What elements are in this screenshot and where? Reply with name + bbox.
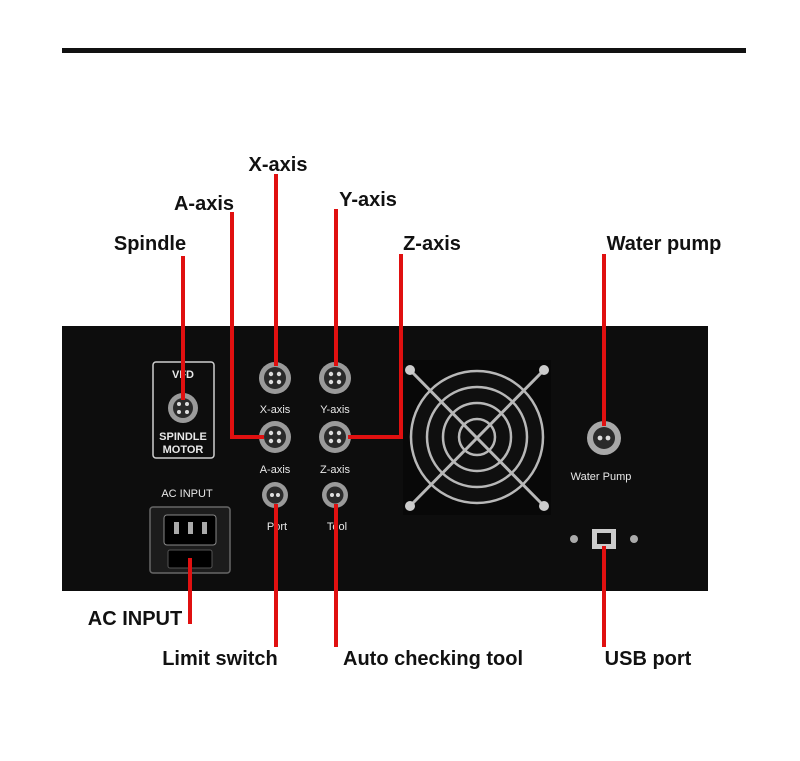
ac-input-panel-label: AC INPUT <box>161 488 213 500</box>
ac-input-callout: AC INPUT <box>88 608 182 630</box>
screw-icon <box>630 535 638 543</box>
a-axis-panel-label: A-axis <box>260 464 291 476</box>
y-axis-panel-label: Y-axis <box>320 404 350 416</box>
y-axis-callout: Y-axis <box>339 189 397 211</box>
aviation-connector-icon <box>587 421 621 455</box>
aviation-connector-icon <box>319 421 351 453</box>
x-axis-callout: X-axis <box>249 154 308 176</box>
water-pump-callout: Water pump <box>607 233 722 255</box>
spindle-callout: Spindle <box>114 233 186 255</box>
aviation-connector-icon <box>259 362 291 394</box>
water-pump-panel-label: Water Pump <box>571 471 632 483</box>
usb-port-callout: USB port <box>605 648 692 670</box>
x-axis-panel-label: X-axis <box>260 404 291 416</box>
z-axis-callout: Z-axis <box>403 233 461 255</box>
aviation-connector-icon <box>319 362 351 394</box>
fan-grille-icon <box>403 360 551 515</box>
auto-checking-tool-callout: Auto checking tool <box>343 648 523 670</box>
z-axis-panel-label: Z-axis <box>320 464 350 476</box>
a-axis-callout: A-axis <box>174 193 234 215</box>
spindle-panel-label: SPINDLE <box>159 431 207 443</box>
screw-icon <box>570 535 578 543</box>
motor-panel-label: MOTOR <box>163 444 204 456</box>
limit-switch-callout: Limit switch <box>162 648 278 670</box>
